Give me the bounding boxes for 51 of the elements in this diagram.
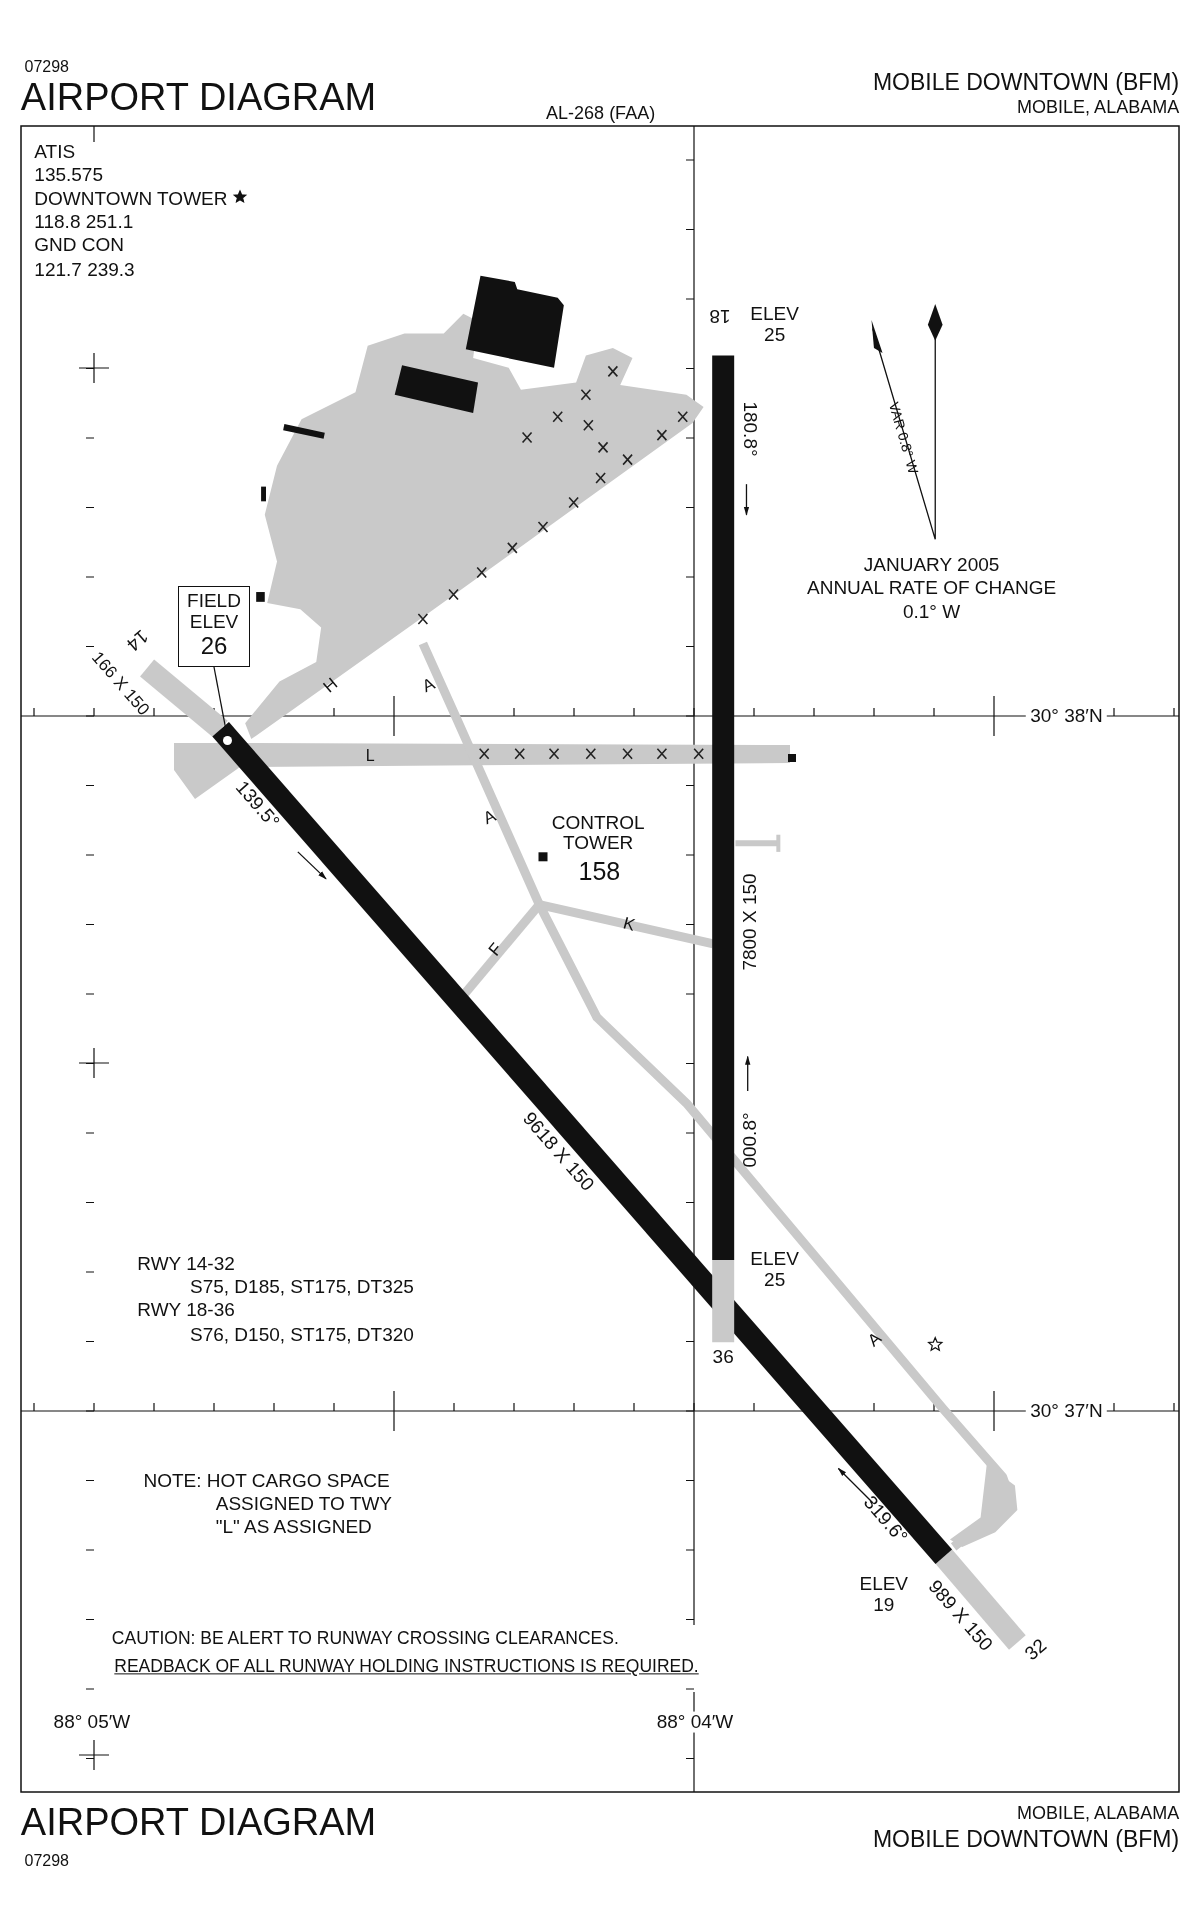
elevation-text: 26 <box>199 632 229 660</box>
frequency-label: DOWNTOWN TOWER <box>34 188 228 209</box>
runway-number: 36 <box>712 1346 734 1368</box>
elevation-value: 158 <box>578 857 621 886</box>
page-title: AIRPORT DIAGRAM <box>20 77 377 119</box>
weight-bearing-capacity: S76, D150, ST175, DT320 <box>190 1324 414 1346</box>
runway-heading: 180.8° <box>739 401 761 457</box>
runway-threshold-dot <box>222 735 232 745</box>
note-text: ASSIGNED TO TWY <box>215 1493 393 1515</box>
elevation-label: ELEV 25 <box>749 303 800 346</box>
runway-number: 18 <box>708 305 731 327</box>
weight-bearing-capacity: S75, D185, ST175, DT325 <box>190 1276 414 1298</box>
elevation-label: ELEV 19 <box>858 1573 910 1616</box>
note-text: "L" AS ASSIGNED <box>215 1516 372 1538</box>
date-note: 0.1° W <box>902 601 961 623</box>
elevation-label: ELEV 25 <box>749 1248 800 1291</box>
chart-number: 07298 <box>24 58 69 77</box>
longitude-label: 88° 05′W <box>53 1711 131 1733</box>
frequency-value: 121.7 239.3 <box>34 259 135 281</box>
taxiway-label: A <box>864 1328 886 1351</box>
note-text: NOTE: HOT CARGO SPACE <box>143 1470 390 1492</box>
taxiway-label: H <box>320 675 342 698</box>
runway-number: 14 <box>122 625 153 655</box>
city-state: MOBILE, ALABAMA <box>1017 1804 1180 1824</box>
runway-dimensions: 989 X 150 <box>923 1575 997 1656</box>
runway-label: RWY 18-36 <box>137 1299 235 1321</box>
airport-name: MOBILE DOWNTOWN (BFM) <box>872 1827 1180 1853</box>
frequency-value: 135.575 <box>34 164 103 186</box>
runway-label: RWY 14-32 <box>137 1253 235 1275</box>
runway-dimensions: 7800 X 150 <box>739 873 761 971</box>
runway-number: 32 <box>1020 1635 1051 1665</box>
city-state: MOBILE, ALABAMA <box>1017 97 1180 118</box>
building-label: CONTROL TOWER <box>550 812 646 855</box>
taxiway-label: A <box>481 806 500 829</box>
taxiway-label: K <box>620 914 637 936</box>
taxiway-label: L <box>365 747 375 766</box>
date-note: ANNUAL RATE OF CHANGE <box>807 577 1057 599</box>
runway-heading: 000.8° <box>739 1112 761 1168</box>
page-title: AIRPORT DIAGRAM <box>20 1801 377 1844</box>
frequency-label: ATIS <box>34 141 76 163</box>
elevation-text: FIELD ELEV <box>186 591 242 633</box>
frequency-value: 118.8 251.1 <box>34 211 134 233</box>
taxiway-label: A <box>419 675 439 698</box>
field-elevation-box <box>178 586 250 667</box>
chart-number: 07298 <box>24 1851 69 1870</box>
date-note: JANUARY 2005 <box>863 554 1000 576</box>
airport-name: MOBILE DOWNTOWN (BFM) <box>872 70 1180 96</box>
taxiway-label: F <box>485 939 507 960</box>
magnetic-variation-label: VAR 0.8° W <box>885 400 921 476</box>
chart-reference: AL-268 (FAA) <box>546 104 656 124</box>
frequency-label: GND CON <box>34 234 125 256</box>
